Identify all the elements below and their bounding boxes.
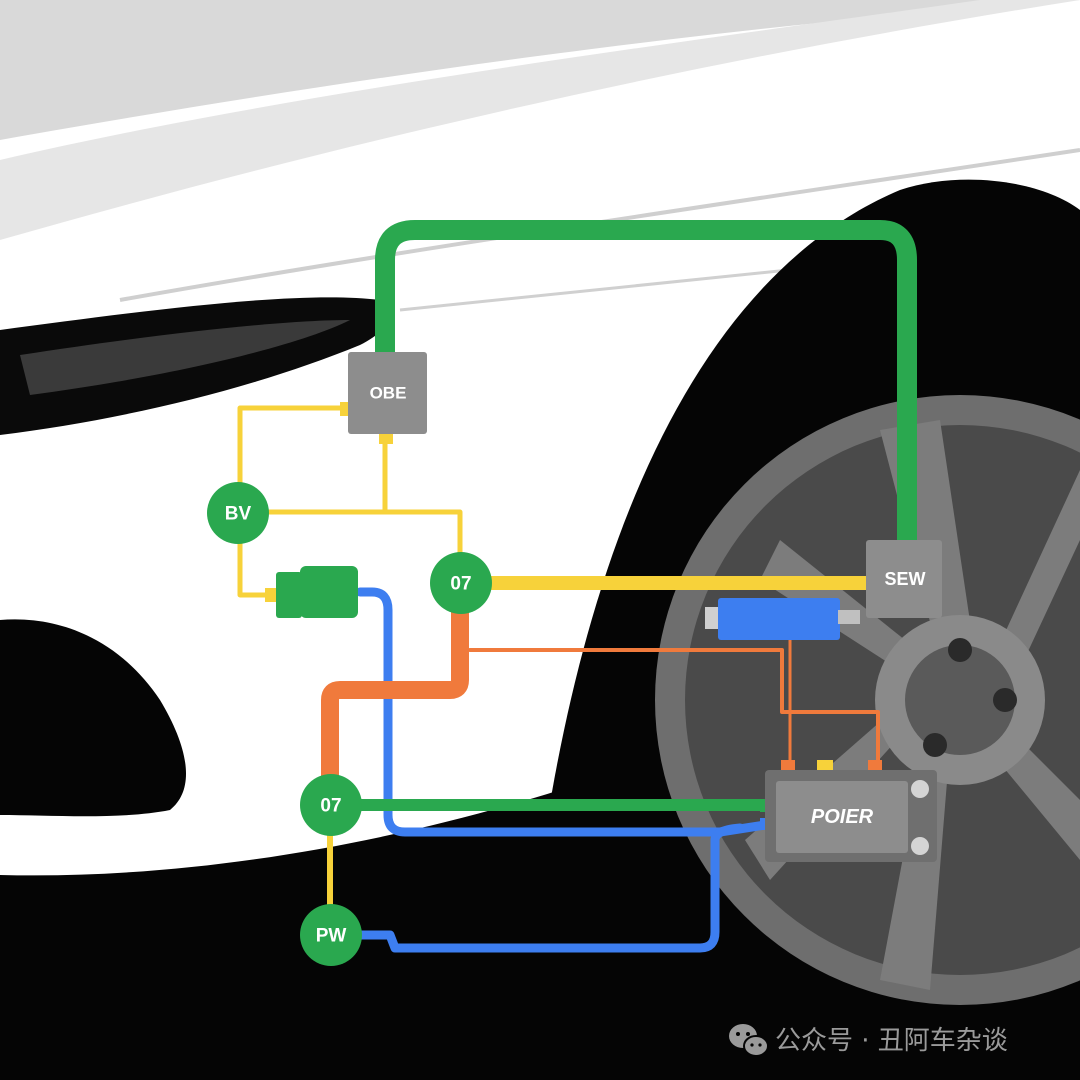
green-connector xyxy=(265,566,358,618)
junction-lower-label: 07 xyxy=(320,796,341,817)
roof-swoosh xyxy=(0,0,1080,140)
bv-label: BV xyxy=(225,504,252,525)
bv-node[interactable]: BV xyxy=(207,482,269,544)
watermark: 公众号 · 丑阿车杂谈 xyxy=(775,1020,1008,1057)
wires xyxy=(235,220,917,953)
orange-wire-main xyxy=(321,601,469,791)
obe-module[interactable]: OBE xyxy=(340,352,427,444)
poier-module[interactable]: POIER xyxy=(760,760,937,862)
yellow-wire-obe xyxy=(235,437,463,563)
green-wire-main xyxy=(375,220,917,555)
junction-upper-node[interactable]: 07 xyxy=(430,552,492,614)
front-grille xyxy=(0,619,187,817)
pw-label: PW xyxy=(316,926,347,947)
poier-label: POIER xyxy=(811,806,874,828)
blue-sensor xyxy=(705,598,860,640)
watermark-text: 公众号 · 丑阿车杂谈 xyxy=(775,1026,1008,1056)
junction-upper-label: 07 xyxy=(450,574,471,595)
sew-label: SEW xyxy=(884,569,925,589)
sew-module[interactable]: SEW xyxy=(866,540,942,618)
headlight-lens xyxy=(20,320,350,395)
lower-bumper xyxy=(0,790,560,1080)
obe-label: OBE xyxy=(370,384,407,403)
orange-wire-thin xyxy=(468,648,880,770)
hood-swoosh xyxy=(0,0,1080,240)
pw-node[interactable]: PW xyxy=(300,904,362,966)
blue-wire-lower xyxy=(355,823,745,953)
wechat-icon xyxy=(729,1024,769,1057)
junction-lower-node[interactable]: 07 xyxy=(300,774,362,836)
